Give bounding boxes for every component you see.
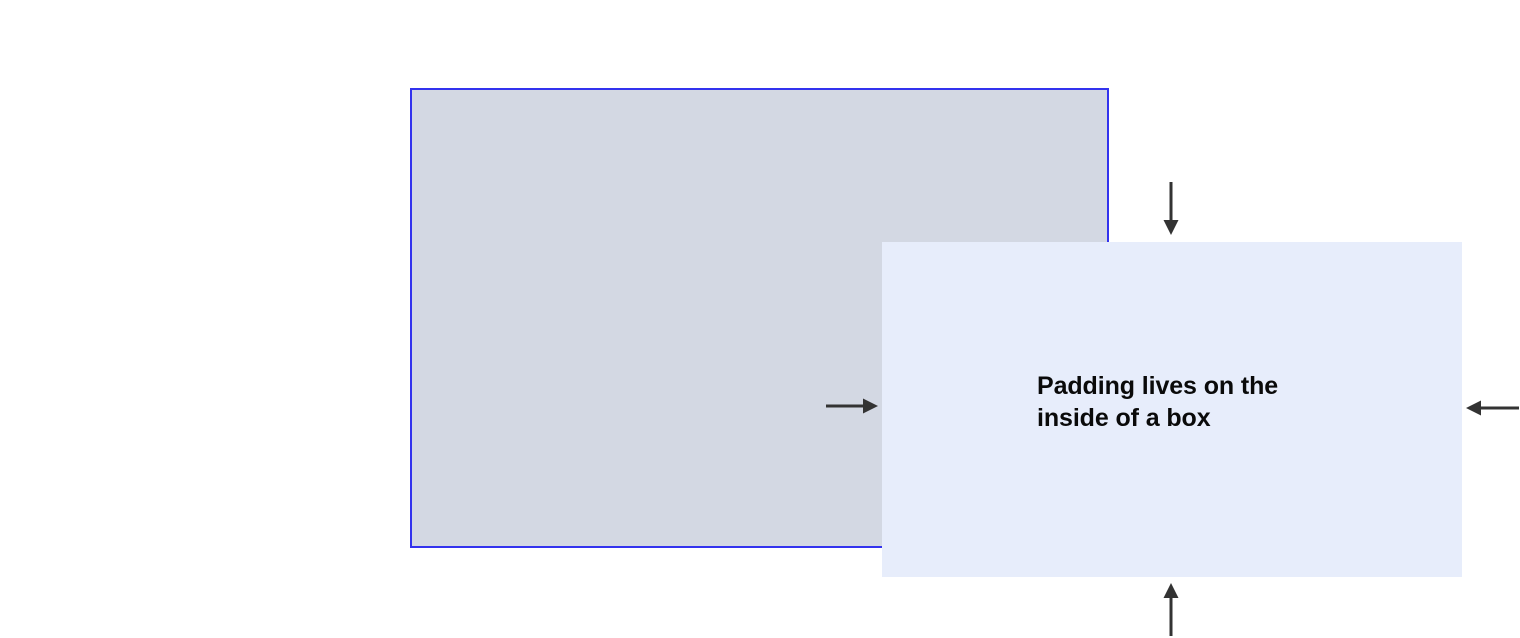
content-area-box: Padding lives on the inside of a box xyxy=(882,242,1462,577)
arrow-top-icon xyxy=(1163,182,1179,235)
padding-area-box: Padding lives on the inside of a box xyxy=(410,88,1519,636)
content-label: Padding lives on the inside of a box xyxy=(1037,372,1279,432)
arrow-left-icon xyxy=(826,398,878,414)
arrow-right-icon xyxy=(1466,400,1519,416)
arrow-bottom-icon xyxy=(1163,583,1179,636)
